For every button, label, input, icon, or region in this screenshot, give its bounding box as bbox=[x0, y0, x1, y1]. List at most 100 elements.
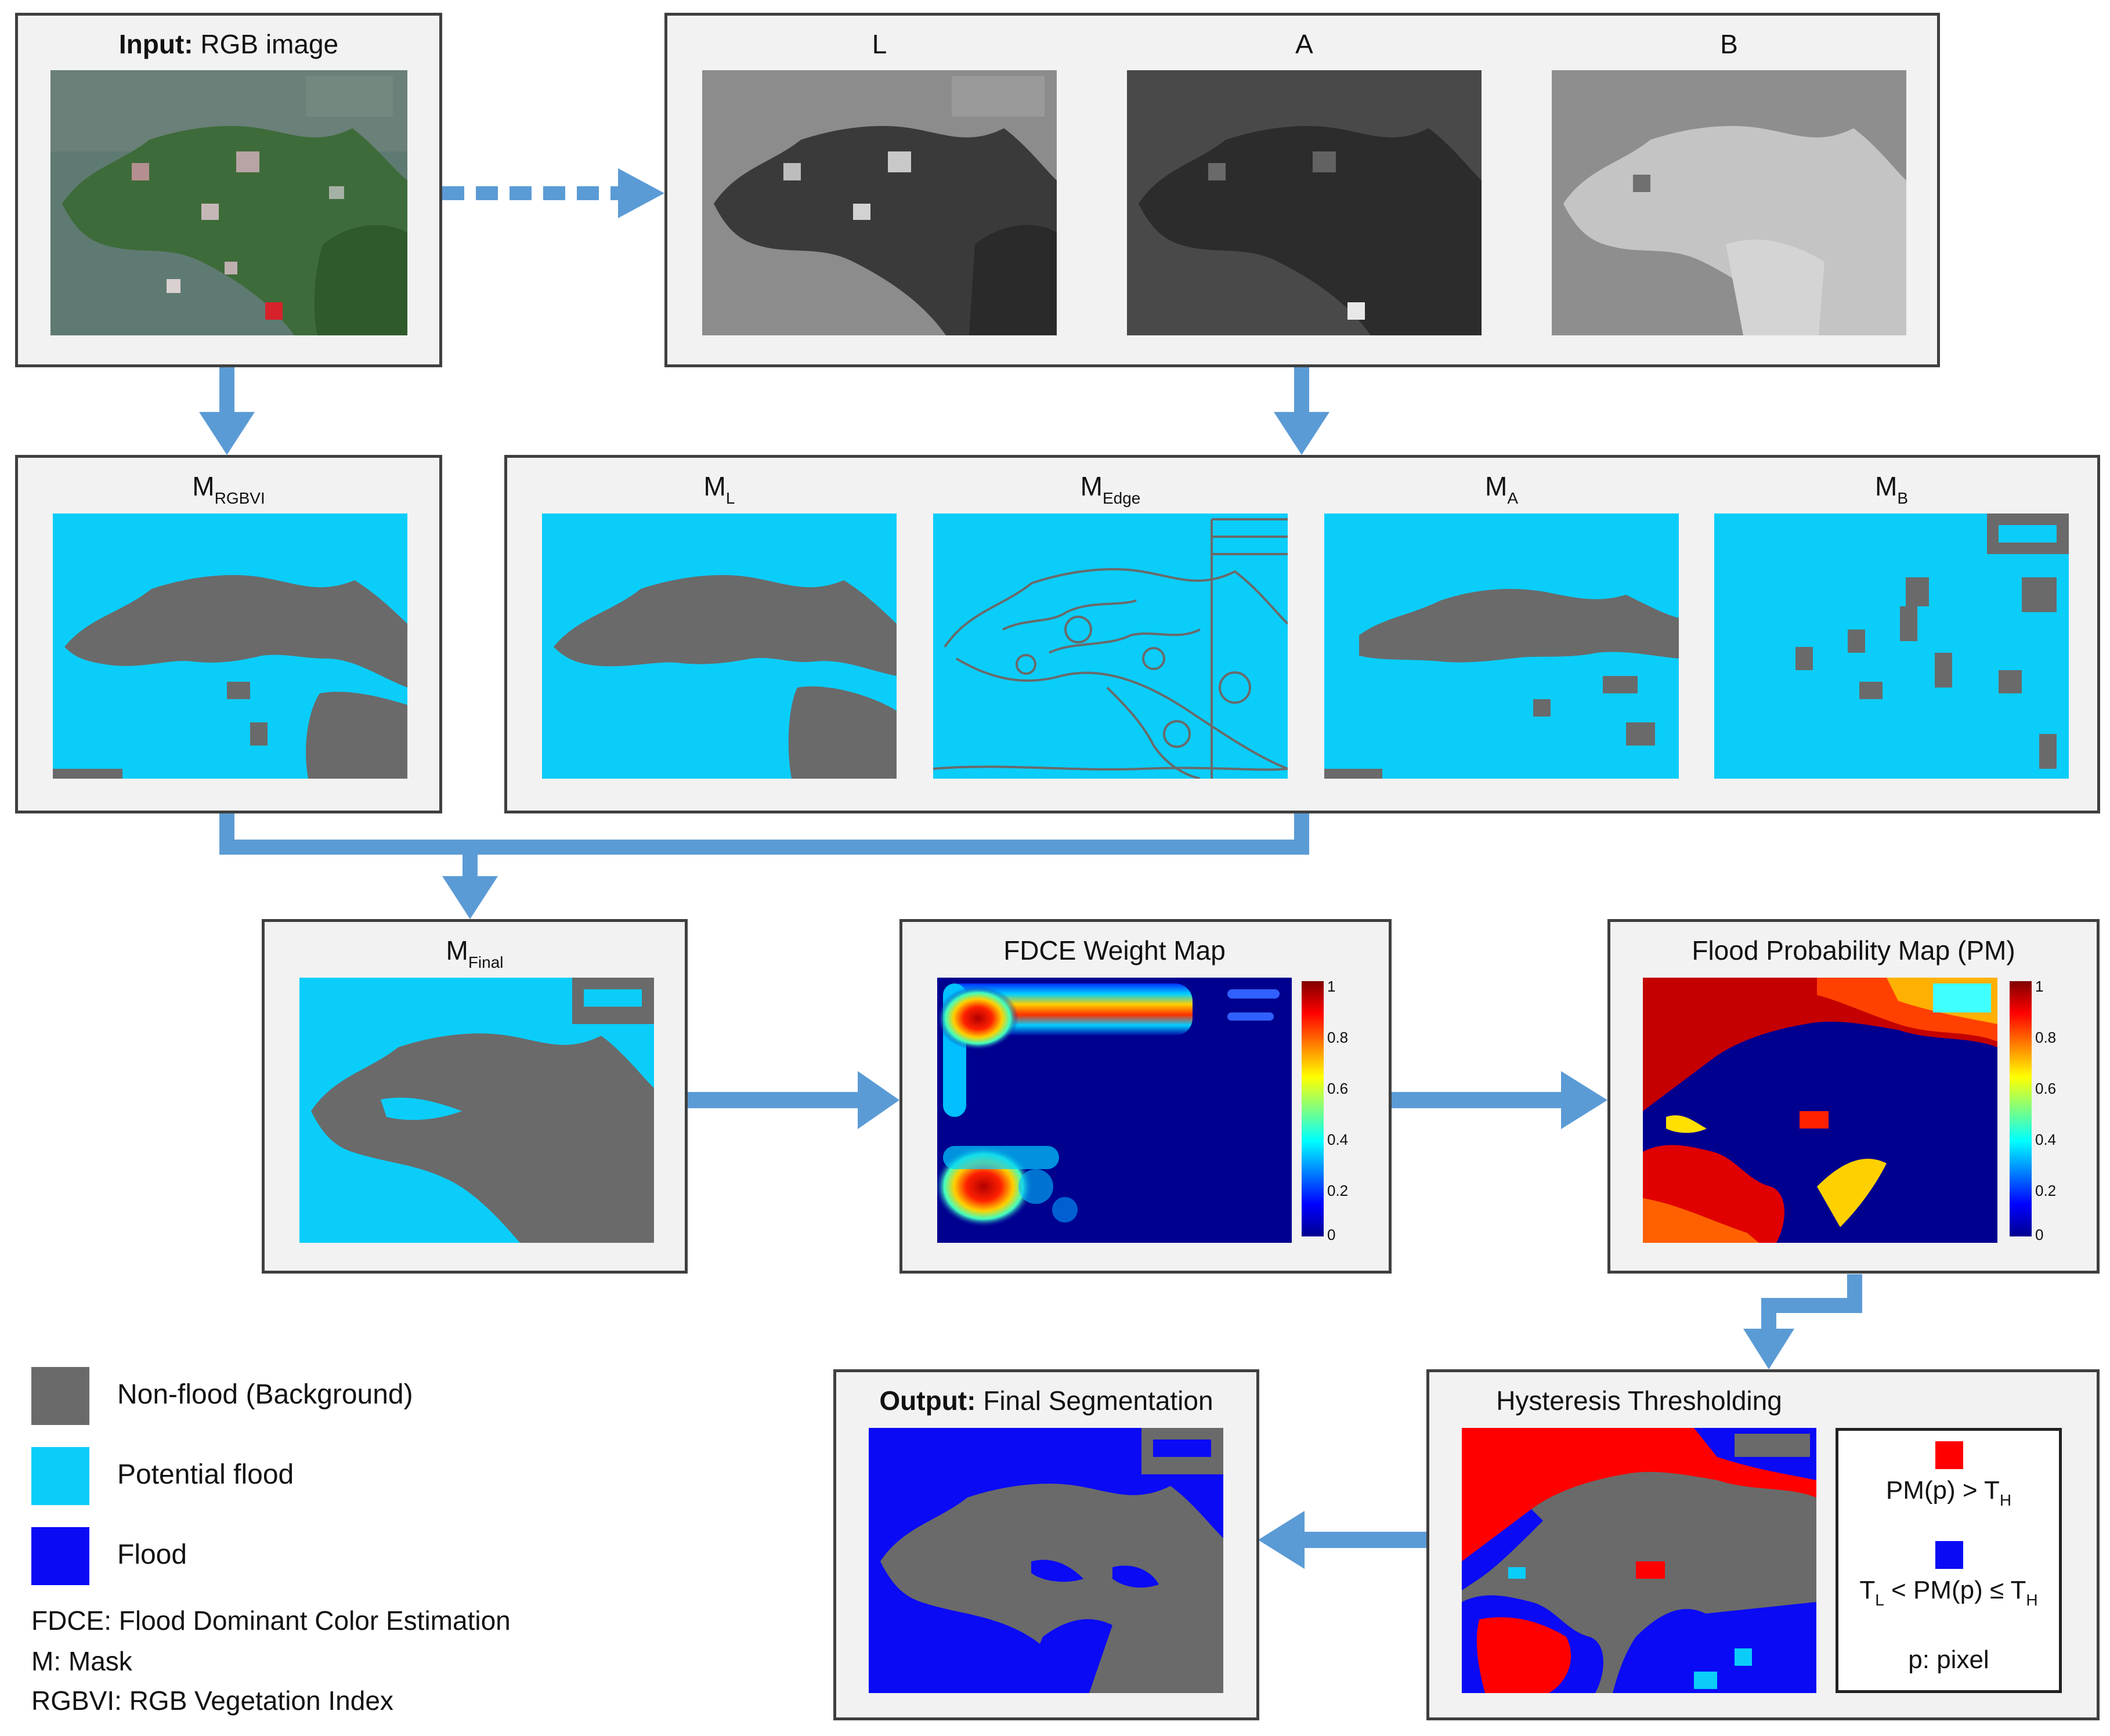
abbreviation-fdce: FDCE: Flood Dominant Color Estimation bbox=[31, 1605, 511, 1636]
ml-mask-title: ML bbox=[542, 471, 897, 508]
final-mask-image bbox=[299, 978, 654, 1243]
mb-title-main: M bbox=[1874, 471, 1898, 501]
input-panel: Input: RGB image bbox=[15, 13, 442, 367]
pm-tick-0-2: 0.2 bbox=[2035, 1182, 2056, 1199]
ml-mask-image bbox=[542, 513, 897, 779]
fdce-tick-1: 1 bbox=[1327, 978, 1335, 995]
ma-title-sub: A bbox=[1507, 489, 1518, 507]
rgbvi-mask-title: MRGBVI bbox=[18, 471, 439, 508]
rgbvi-title-sub: RGBVI bbox=[214, 489, 265, 507]
mb-mask-image bbox=[1714, 513, 2069, 779]
arrow-final-to-fdce-head bbox=[858, 1071, 899, 1129]
arrow-hysteresis-to-output-shaft bbox=[1300, 1532, 1426, 1548]
rgbvi-mask-image bbox=[53, 513, 407, 779]
pm-tick-0-6: 0.6 bbox=[2035, 1080, 2056, 1097]
lab-label-a: A bbox=[1295, 29, 1313, 59]
abbreviation-m: M: Mask bbox=[31, 1646, 132, 1676]
mid-label-mid: < PM(p) ≤ T bbox=[1884, 1576, 2026, 1604]
a-channel-image bbox=[1127, 70, 1482, 335]
l-channel-image bbox=[702, 70, 1057, 335]
arrow-final-to-fdce-shaft bbox=[688, 1092, 862, 1108]
high-label-text: PM(p) > T bbox=[1885, 1476, 2000, 1504]
pm-title: Flood Probability Map (PM) bbox=[1692, 935, 2015, 965]
rgbvi-mask-panel: MRGBVI bbox=[15, 455, 442, 813]
legend-swatch-flood bbox=[31, 1527, 89, 1585]
arrow-merge-to-final-head bbox=[442, 876, 498, 919]
medge-mask-image bbox=[933, 513, 1288, 779]
flood-probability-map-panel: Flood Probability Map (PM) bbox=[1607, 919, 2100, 1274]
arrow-input-to-rgbvi-shaft bbox=[219, 367, 234, 416]
mid-threshold-label: TL < PM(p) ≤ TH bbox=[1838, 1576, 2059, 1610]
fdce-tick-0-8: 0.8 bbox=[1327, 1029, 1348, 1046]
rgbvi-title-main: M bbox=[192, 471, 215, 501]
legend-swatch-non-flood bbox=[31, 1367, 89, 1425]
fdce-tick-0-4: 0.4 bbox=[1327, 1131, 1348, 1148]
hysteresis-legend-box: PM(p) > TH TL < PM(p) ≤ TH p: pixel bbox=[1836, 1428, 2062, 1693]
legend-swatch-potential-flood bbox=[31, 1447, 89, 1505]
fdce-tick-0: 0 bbox=[1327, 1226, 1335, 1243]
fdce-heatmap bbox=[937, 978, 1292, 1243]
fdce-tick-0-2: 0.2 bbox=[1327, 1182, 1348, 1199]
pm-tick-0-8: 0.8 bbox=[2035, 1029, 2056, 1046]
mid-label-sub: H bbox=[2026, 1591, 2038, 1609]
arrow-lab-to-masks-head bbox=[1274, 412, 1329, 455]
ma-title-main: M bbox=[1484, 471, 1508, 501]
arrow-fdce-to-pm-head bbox=[1561, 1071, 1607, 1129]
mid-label-t: T bbox=[1859, 1576, 1876, 1604]
arrow-merge-to-final-shaft bbox=[463, 847, 478, 881]
pm-heatmap bbox=[1643, 978, 1997, 1243]
output-panel: Output: Final Segmentation bbox=[833, 1369, 1259, 1720]
high-threshold-label: PM(p) > TH bbox=[1838, 1476, 2059, 1510]
ma-mask-image bbox=[1324, 513, 1679, 779]
arrow-fdce-to-pm-shaft bbox=[1392, 1092, 1566, 1108]
medge-mask-title: MEdge bbox=[933, 471, 1288, 508]
medge-title-sub: Edge bbox=[1102, 489, 1141, 507]
legend-label-potential-flood: Potential flood bbox=[117, 1459, 294, 1490]
mb-title-sub: B bbox=[1897, 489, 1908, 507]
arrow-pm-to-hysteresis-head bbox=[1743, 1329, 1794, 1369]
arrow-hysteresis-to-output-head bbox=[1258, 1511, 1305, 1569]
pm-tick-1: 1 bbox=[2035, 978, 2043, 995]
lab-masks-panel: ML MEdge MA MB bbox=[504, 455, 2100, 813]
output-title-bold: Output: bbox=[879, 1386, 976, 1416]
pm-tick-0-4: 0.4 bbox=[2035, 1131, 2056, 1148]
fdce-weight-map-panel: FDCE Weight Map bbox=[899, 919, 1392, 1274]
mid-threshold-swatch bbox=[1935, 1541, 1963, 1569]
output-title-rest: Final Segmentation bbox=[983, 1386, 1213, 1416]
lab-channels-panel: L A B bbox=[664, 13, 1940, 367]
input-panel-title: Input: RGB image bbox=[18, 28, 439, 60]
lab-label-b: B bbox=[1720, 29, 1738, 59]
merge-connector bbox=[219, 813, 1309, 855]
mb-mask-title: MB bbox=[1714, 471, 2069, 508]
mid-label-tsub: L bbox=[1875, 1591, 1884, 1609]
output-panel-title: Output: Final Segmentation bbox=[836, 1385, 1256, 1416]
input-title-bold: Input: bbox=[118, 29, 193, 59]
lab-label-l: L bbox=[872, 29, 887, 59]
high-label-sub: H bbox=[1999, 1491, 2012, 1509]
ml-title-sub: L bbox=[725, 489, 735, 507]
fdce-colorbar: 1 0.8 0.6 0.4 0.2 0 bbox=[1302, 978, 1348, 1243]
medge-title-main: M bbox=[1080, 471, 1103, 501]
final-title-main: M bbox=[446, 935, 468, 965]
fdce-title: FDCE Weight Map bbox=[1003, 935, 1226, 965]
final-segmentation-image bbox=[869, 1428, 1223, 1693]
dashed-arrow-head bbox=[618, 168, 664, 218]
pm-colorbar: 1 0.8 0.6 0.4 0.2 0 bbox=[2010, 978, 2056, 1243]
legend-label-non-flood: Non-flood (Background) bbox=[117, 1379, 413, 1410]
ma-mask-title: MA bbox=[1324, 471, 1679, 508]
fdce-tick-0-6: 0.6 bbox=[1327, 1080, 1348, 1097]
arrow-lab-to-masks-shaft bbox=[1294, 367, 1309, 416]
hysteresis-result-image bbox=[1462, 1428, 1816, 1693]
final-title-sub: Final bbox=[468, 953, 504, 971]
hysteresis-thresholding-panel: Hysteresis Thresholding PM(p) > TH bbox=[1426, 1369, 2100, 1720]
ml-title-main: M bbox=[703, 471, 726, 501]
abbreviation-rgbvi: RGBVI: RGB Vegetation Index bbox=[31, 1686, 393, 1716]
arrow-pm-to-hysteresis-elbow bbox=[1761, 1274, 1862, 1332]
arrow-input-to-rgbvi-head bbox=[199, 412, 255, 455]
final-mask-panel: MFinal bbox=[262, 919, 688, 1274]
input-rgb-image bbox=[50, 70, 407, 335]
hysteresis-title: Hysteresis Thresholding bbox=[1496, 1386, 1782, 1416]
high-threshold-swatch bbox=[1935, 1441, 1963, 1469]
